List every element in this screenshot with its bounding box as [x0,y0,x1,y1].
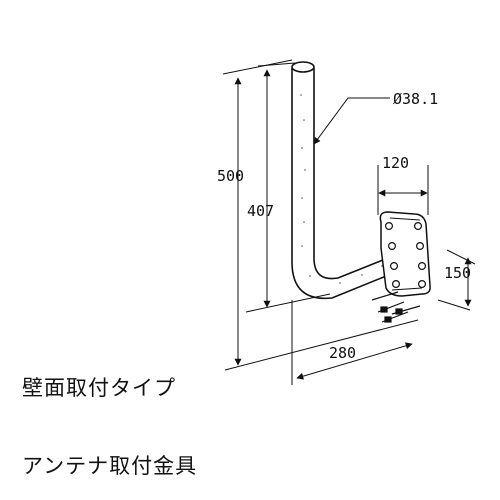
caption-product-name: アンテナ取付金具 [22,454,198,478]
dimension-lines [234,69,472,380]
label-plate-height: 150 [444,264,471,282]
label-inner-height: 407 [247,202,274,220]
pipe-shading [300,94,383,284]
label-diameter: Ø38.1 [393,90,438,108]
label-arm-length: 280 [329,344,356,362]
mounting-bolts [371,291,421,323]
pipe-inner-edge [313,68,399,280]
leader-line-diameter [313,97,390,145]
extension-lines [222,59,476,385]
pipe-outer-edge [291,68,397,300]
label-total-height: 500 [217,167,244,185]
label-plate-width: 120 [382,154,409,172]
dim-line-280 [296,342,413,380]
pipe-top-opening [291,61,315,73]
caption-mount-type: 壁面取付タイプ [22,376,176,400]
mounting-plate [379,211,431,297]
plate-holes [385,222,427,289]
